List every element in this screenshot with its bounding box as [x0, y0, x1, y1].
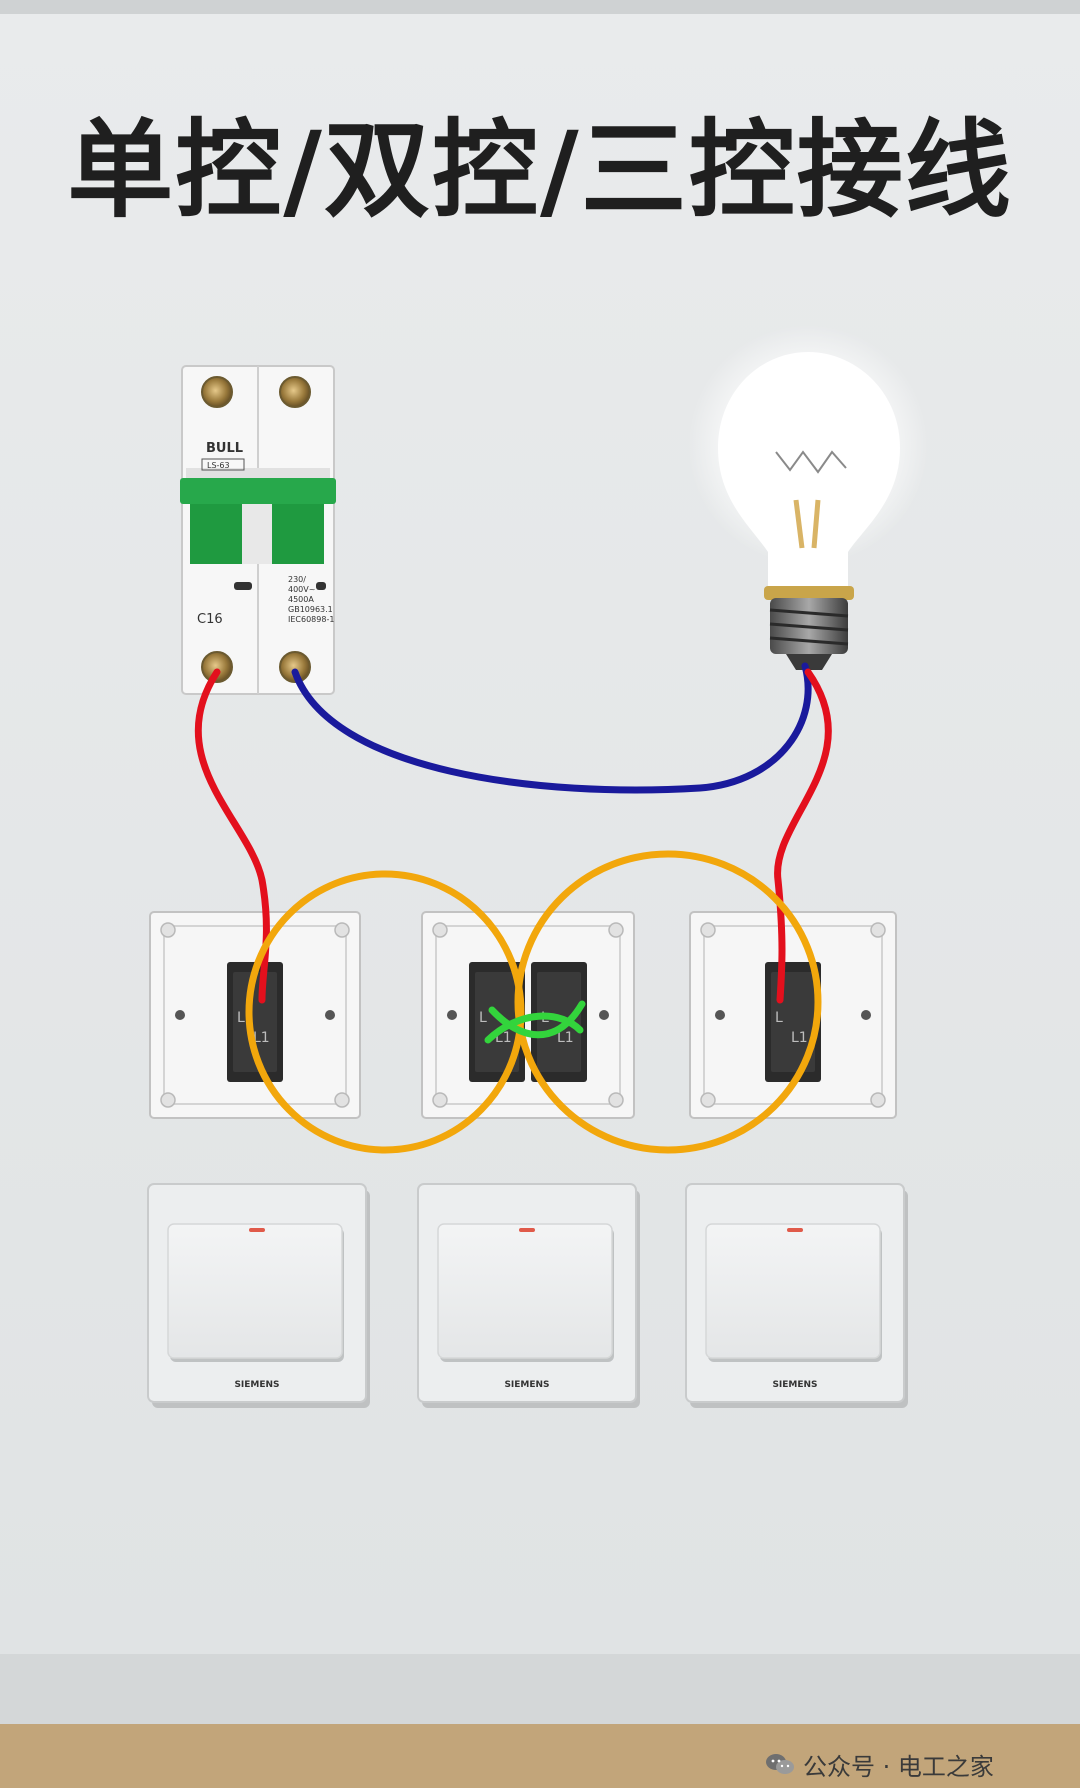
crossover-wire-green-b: [488, 1000, 586, 1039]
switch-brand: SIEMENS: [504, 1380, 549, 1390]
switch-brand: SIEMENS: [772, 1380, 817, 1390]
mount-hole: [334, 922, 350, 938]
mount-hole: [432, 922, 448, 938]
circuit-breaker: BULL LS-63 C16 230/400V~4500AGB10963.1IE…: [180, 365, 336, 695]
mount-hole: [870, 922, 886, 938]
switch-brand: SIEMENS: [234, 1380, 279, 1390]
switch-mechanism: LL1: [531, 962, 587, 1082]
neutral-wire-blue: [291, 662, 812, 794]
wechat-icon: [766, 1754, 794, 1774]
switch-rocker[interactable]: [705, 1223, 881, 1359]
switch-plate: SIEMENS: [147, 1183, 370, 1408]
traveler-loop-right: [514, 850, 822, 1154]
switch-plate: SIEMENS: [685, 1183, 908, 1408]
breaker-screw-bottom-right: [279, 651, 311, 683]
bulb-glass: [718, 352, 900, 586]
breaker-screw-bottom-left: [201, 651, 233, 683]
breaker-model: LS-63: [207, 461, 230, 470]
terminal-label-l: L: [775, 1010, 783, 1026]
terminal-label-l1: L1: [791, 1030, 808, 1046]
indicator-light: [519, 1228, 535, 1232]
bulb-stem: [793, 499, 821, 549]
mount-hole: [160, 1092, 176, 1108]
bulb-filament: [775, 450, 847, 474]
breaker-spec-line: IEC60898-1: [288, 615, 334, 624]
switch-mechanism: LL1: [469, 962, 525, 1082]
light-bulb: [688, 325, 928, 670]
breaker-spec-line: 230/: [288, 575, 306, 584]
breaker-spec-line: GB10963.1: [288, 605, 333, 614]
mount-hole: [608, 922, 624, 938]
watermark-text: 公众号 · 电工之家: [803, 1752, 994, 1781]
breaker-lever-bar: [180, 478, 336, 504]
crossover-wire-green-a: [484, 1012, 584, 1044]
page-title: 单控/双控/三控接线: [67, 109, 1013, 232]
floor: [0, 1724, 1080, 1788]
mount-hole: [432, 1092, 448, 1108]
breaker-screw-top-left: [201, 376, 233, 408]
indicator-light: [249, 1228, 265, 1232]
terminal-label-l1: L1: [253, 1030, 270, 1046]
wiring: [194, 662, 832, 1154]
mount-hole: [700, 922, 716, 938]
screw-slot: [861, 1010, 871, 1020]
screw-slot: [447, 1010, 457, 1020]
breaker-spec-line: 400V~: [288, 585, 315, 594]
bulb-collar: [764, 586, 854, 600]
mount-hole: [334, 1092, 350, 1108]
switch-mechanism: L L1: [765, 962, 821, 1082]
breaker-brand: BULL: [206, 441, 243, 456]
terminal-label-l1: L1: [557, 1030, 574, 1046]
screw-slot: [599, 1010, 609, 1020]
mount-hole: [870, 1092, 886, 1108]
switch-plate: SIEMENS: [417, 1183, 640, 1408]
screw-slot: [325, 1010, 335, 1020]
mount-hole: [608, 1092, 624, 1108]
live-wire-red-in: [194, 668, 270, 1004]
switch-plates: SIEMENS SIEMENS SIEMENS: [147, 1183, 908, 1408]
switch-rocker[interactable]: [437, 1223, 613, 1359]
switch-rocker[interactable]: [167, 1223, 343, 1359]
mount-hole: [160, 922, 176, 938]
terminal-label-l: L: [237, 1010, 245, 1026]
switch-backbox: L L1: [149, 911, 361, 1119]
baseboard: [0, 1654, 1080, 1724]
terminal-label-l: L: [479, 1010, 487, 1026]
bulb-base: [769, 598, 849, 670]
breaker-rating: C16: [197, 612, 223, 627]
switch-mechanism: L L1: [227, 962, 283, 1082]
breaker-screw-top-right: [279, 376, 311, 408]
watermark: 公众号 · 电工之家: [765, 1747, 994, 1781]
breaker-spec-line: 4500A: [288, 595, 314, 604]
screw-slot: [715, 1010, 725, 1020]
screw-slot: [175, 1010, 185, 1020]
live-wire-red-out: [774, 668, 832, 1004]
indicator-light: [787, 1228, 803, 1232]
mount-hole: [700, 1092, 716, 1108]
